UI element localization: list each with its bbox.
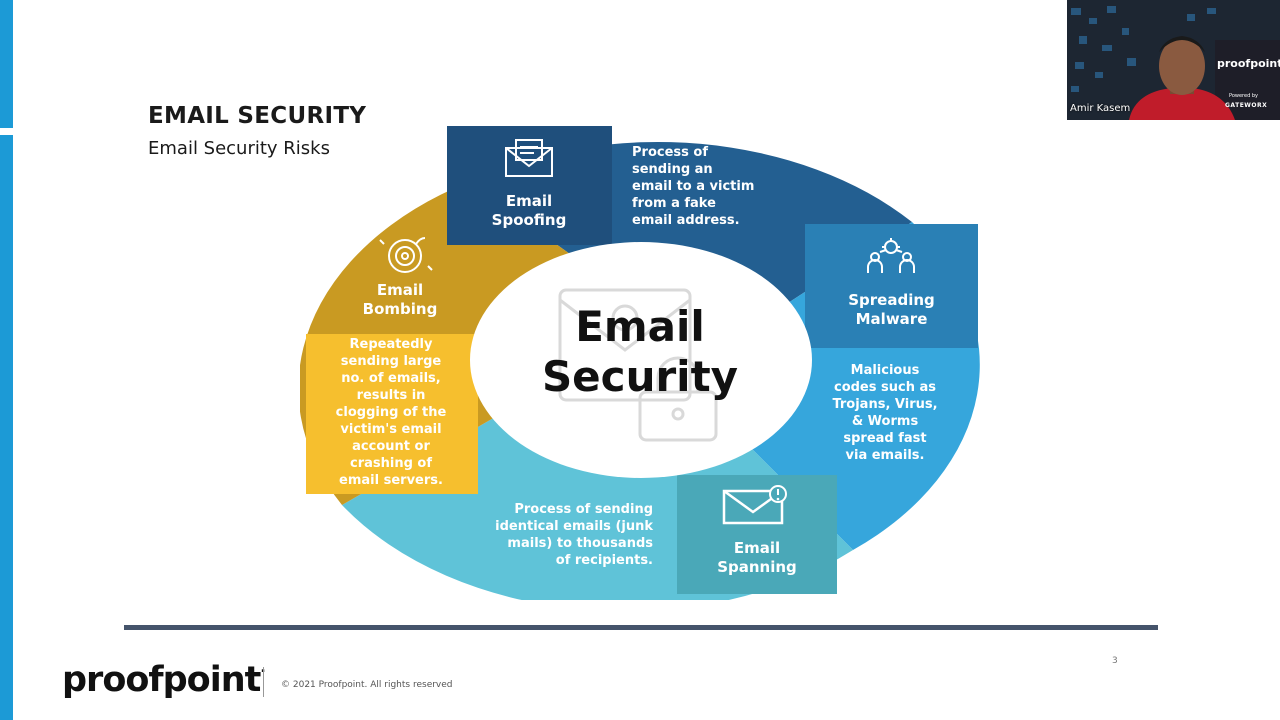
spanning-description: Process of sending identical emails (jun… [495,502,653,568]
video-partner-logo: GATEWORX [1225,102,1268,109]
participant-name: Amir Kasem [1070,103,1131,114]
slide-edge-accent-bottom [0,135,13,720]
malware-label: Spreading Malware [848,291,935,328]
slide-edge-accent-top [0,0,13,128]
slide-title: EMAIL SECURITY [148,103,367,129]
logo-text: proofpoint [62,660,261,700]
malware-network-icon [867,238,915,273]
video-brand-logo: proofpoint [1217,57,1280,70]
envelope-lock-icon [558,288,718,442]
spoofing-label: Email Spoofing [491,192,567,229]
footer-divider [263,667,264,697]
spoofing-envelope-icon [505,139,553,177]
malware-description: Malicious codes such as Trojans, Virus, … [832,363,938,463]
spanning-label: Email Spanning [717,539,797,576]
malware-box [805,224,978,348]
video-powered-by: Powered by [1229,93,1258,99]
bomb-icon [379,237,433,273]
slide-subtitle: Email Security Risks [148,138,330,159]
page-number: 3 [1112,656,1118,666]
proofpoint-logo: proofpoint. [62,660,266,700]
bombing-description: Repeatedly sending large no. of emails, … [335,337,447,488]
center-disc [470,242,812,478]
center-label: Email Security [541,302,739,401]
copyright-text: © 2021 Proofpoint. All rights reserved [281,680,453,690]
video-feed [1067,0,1280,120]
bombing-label: Email Bombing [362,281,438,318]
footer-rule [124,625,1158,630]
speaker-video-tile[interactable]: proofpoint Powered by GATEWORX Amir Kase… [1067,0,1280,120]
spanning-box [677,475,837,594]
spoofing-box [447,126,612,245]
email-security-ring-diagram [300,126,980,600]
bombing-box [306,334,478,494]
spoofing-description: Process of sending an email to a victim … [632,145,755,228]
